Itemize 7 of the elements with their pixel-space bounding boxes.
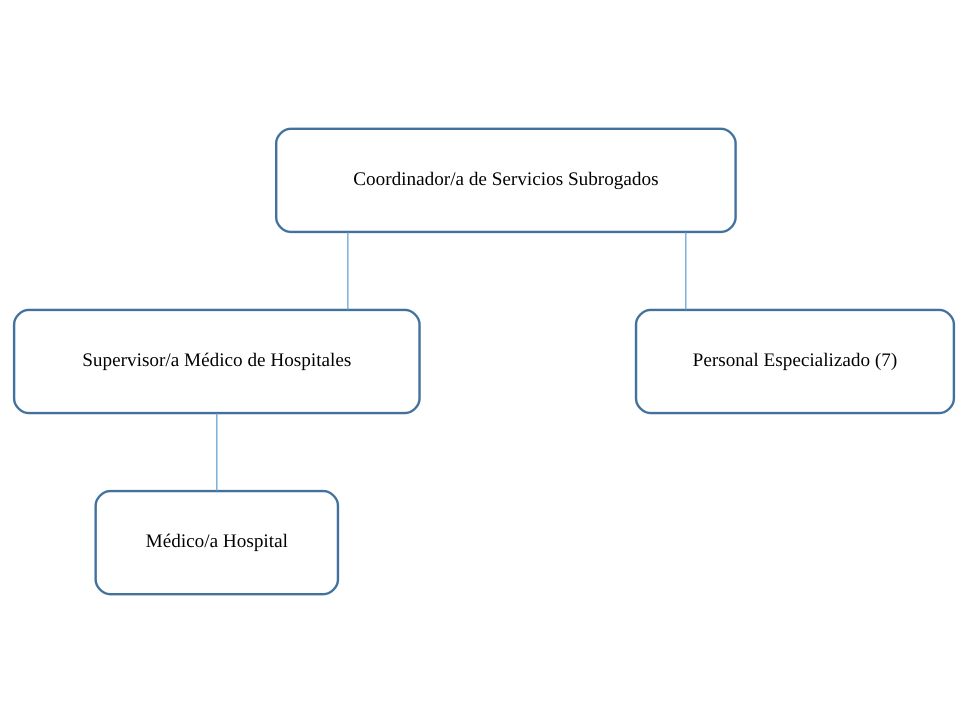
connector [216, 413, 217, 492]
connector [684, 232, 686, 310]
connector [346, 232, 348, 310]
node-box: Supervisor/a Médico de Hospitales [12, 308, 420, 414]
node-box: Coordinador/a de Servicios Subrogados [274, 128, 736, 234]
node-box: Personal Especializado (7) [634, 308, 955, 414]
node-box: Médico/a Hospital [94, 490, 339, 596]
